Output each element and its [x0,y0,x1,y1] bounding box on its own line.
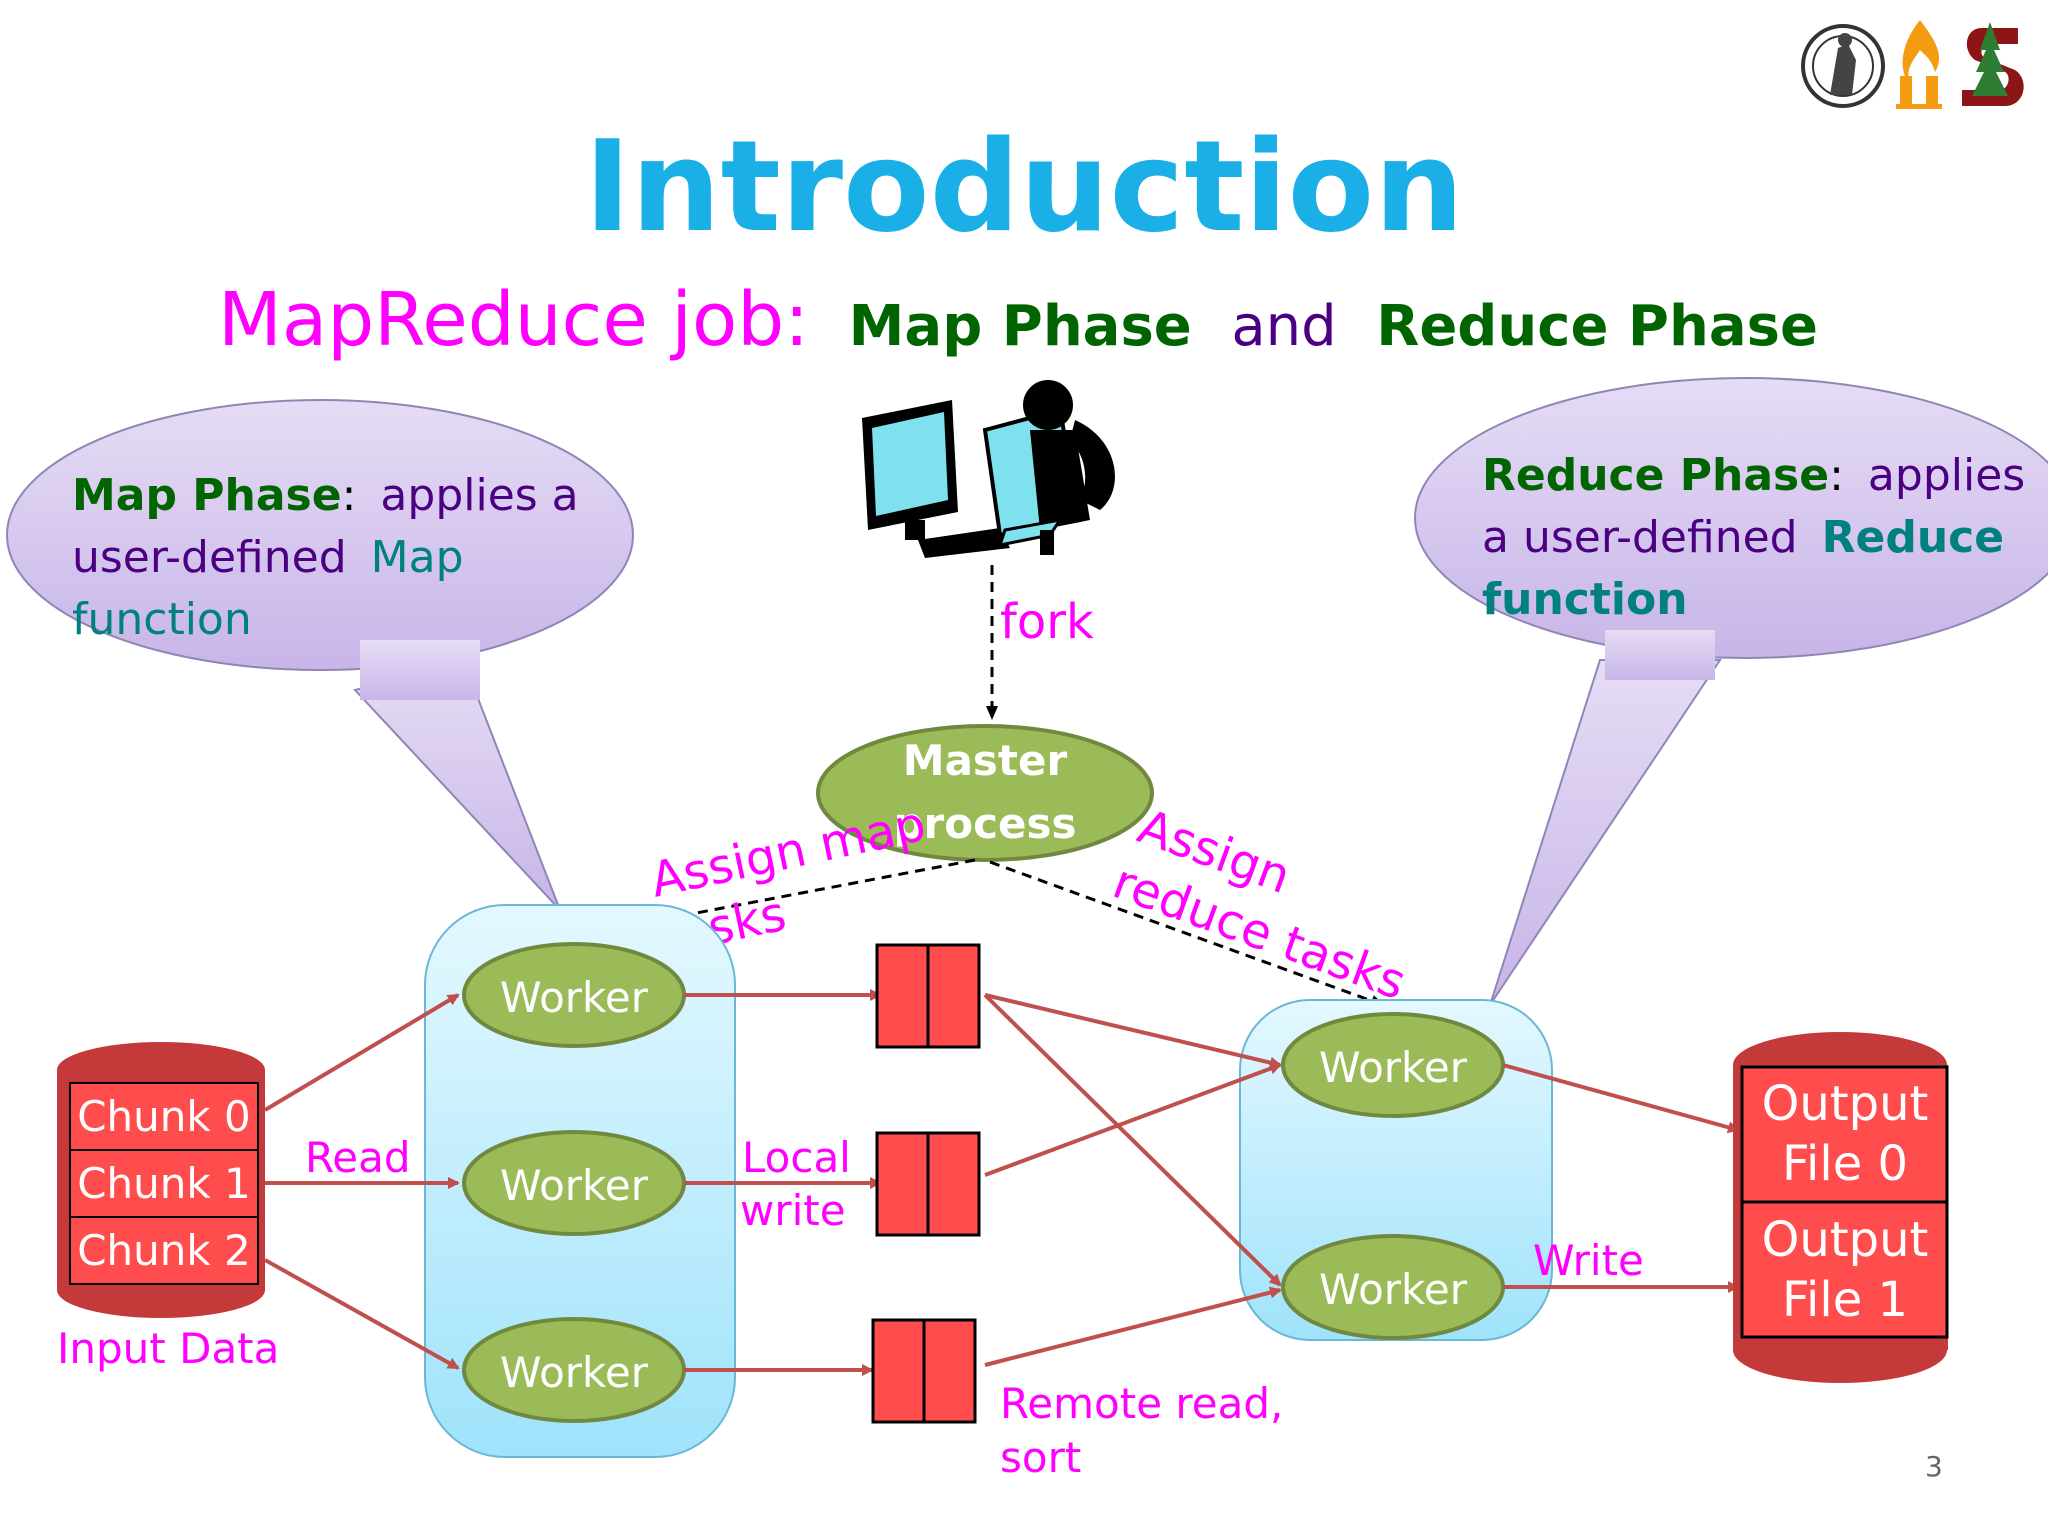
input-data-store: Chunk 0 Chunk 1 Chunk 2 [57,1042,265,1318]
map-worker-1-label: Worker [500,1161,649,1210]
flame-logo [1896,20,1942,109]
output-file-0-line2: File 0 [1782,1136,1908,1192]
map-worker-2-label: Worker [500,1348,649,1397]
reduce-callout-colon: : [1829,450,1844,501]
reduce-callout-line3: function [1482,574,1688,625]
remote-read-label-line1: Remote read, [1000,1379,1283,1428]
map-callout-bold: Map Phase [72,470,342,521]
reduce-callout-text1: applies [1868,450,2025,501]
subtitle-reduce-phase: Reduce Phase [1376,294,1818,359]
output-file-1-line2: File 1 [1782,1272,1908,1328]
user-at-computer-icon [862,380,1115,558]
output-file-1-line1: Output [1762,1212,1929,1268]
chunk-2-label: Chunk 2 [77,1226,251,1275]
remote-read-label-line2: sort [1000,1433,1081,1482]
remote-read-arrow-1 [984,1062,1282,1177]
reduce-worker-1: Worker [1281,1234,1505,1340]
output-file-0-line1: Output [1762,1076,1929,1132]
master-process-node: Master process [816,724,1154,862]
input-data-label: Input Data [57,1324,279,1373]
map-callout-line3: function [72,594,252,645]
chunk-1-label: Chunk 1 [77,1159,251,1208]
chunk-0-label: Chunk 0 [77,1092,251,1141]
reduce-phase-callout: Reduce Phase: applies a user-defined Red… [1414,377,2048,1006]
page-number: 3 [1925,1450,1943,1483]
map-worker-0: Worker [462,942,686,1048]
intermediate-buffer-0 [875,943,981,1049]
map-callout-text1: applies a [380,470,578,521]
reduce-callout-text2: a user-defined [1482,512,1798,563]
map-callout-colon: : [342,470,357,521]
slide-subtitle: MapReduce job: Map Phase and Reduce Phas… [218,277,1818,363]
local-write-label-line1: Local [742,1133,851,1182]
logo-group [1801,20,2024,109]
map-phase-callout: Map Phase: applies a user-defined Map fu… [6,399,634,911]
remote-read-arrow-2 [984,1286,1282,1367]
reduce-callout-highlight: Reduce [1822,512,2004,563]
read-label: Read [305,1133,411,1182]
subtitle-map-phase: Map Phase [849,294,1192,359]
reduce-callout-line1: Reduce Phase: applies [1482,450,2025,501]
fork-label: fork [1000,594,1094,650]
read-arrow-2 [264,1258,460,1370]
intermediate-buffer-1 [875,1131,981,1237]
output-store: Output File 0 Output File 1 [1733,1032,1949,1383]
reduce-worker-1-label: Worker [1319,1265,1468,1314]
map-worker-0-label: Worker [500,973,649,1022]
write-label: Write [1533,1236,1644,1285]
reduce-worker-0: Worker [1281,1012,1505,1118]
slide-title: Introduction [584,113,1464,260]
map-callout-highlight: Map [371,532,464,583]
master-label-line1: Master [903,736,1068,785]
remote-read-arrow-0b [983,993,1282,1287]
map-callout-line1: Map Phase: applies a [72,470,579,521]
reduce-worker-0-label: Worker [1319,1043,1468,1092]
reduce-callout-line2: a user-defined Reduce [1482,512,2004,563]
subtitle-and: and [1231,294,1336,359]
read-arrow-0 [263,993,460,1112]
seal-logo [1801,24,1885,108]
map-callout-text2: user-defined [72,532,347,583]
master-label-line2: process [893,799,1076,848]
map-worker-2: Worker [462,1317,686,1423]
map-callout-line2: user-defined Map [72,532,464,583]
write-arrow-0 [1502,1063,1740,1134]
reduce-callout-bold: Reduce Phase [1482,450,1829,501]
remote-read-arrow-0a [984,993,1282,1069]
map-worker-1: Worker [462,1130,686,1236]
stanford-logo [1962,22,2024,106]
assign-map-label-line1: Assign map [646,796,931,909]
subtitle-prefix: MapReduce job: [218,277,809,363]
local-write-label-line2: write [740,1186,846,1235]
assign-reduce-arrow [989,860,1385,1007]
intermediate-buffer-2 [871,1318,977,1424]
